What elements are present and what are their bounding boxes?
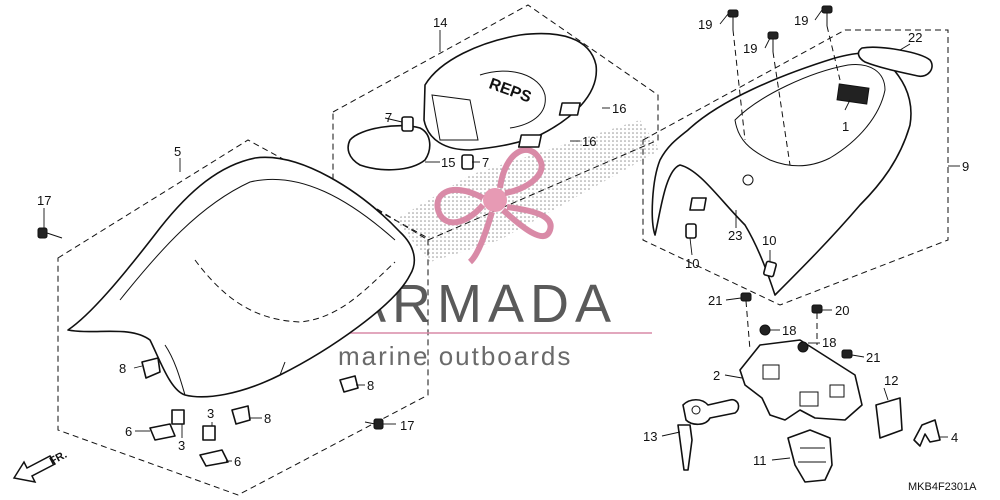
callout-12: 12 [884, 373, 898, 388]
callout-5: 5 [174, 144, 181, 159]
callout-17a: 17 [37, 193, 51, 208]
clip-3a [171, 409, 185, 425]
bolt-21a [740, 292, 752, 351]
grommet-8a [141, 357, 161, 379]
callouts: 5 14 9 8 8 8 6 6 3 3 17 17 7 7 15 16 16 … [37, 13, 969, 469]
callout-18b: 18 [822, 335, 836, 350]
callout-7b: 7 [482, 155, 489, 170]
bolt-19c [767, 31, 779, 52]
key-set [677, 398, 740, 471]
seat-group-outline [57, 139, 429, 496]
callout-8a: 8 [119, 361, 126, 376]
grommet-8b [339, 375, 359, 393]
bolt-19a [727, 9, 739, 30]
bolt-21b [841, 349, 853, 359]
callout-18a: 18 [782, 323, 796, 338]
callout-6a: 6 [125, 424, 132, 439]
callout-6b: 6 [234, 454, 241, 469]
callout-10b: 10 [762, 233, 776, 248]
grommet-10a [685, 223, 697, 239]
callout-19b: 19 [794, 13, 808, 28]
grommet-8c [231, 405, 251, 425]
callout-11: 11 [753, 453, 767, 468]
arrow-down-left-icon [12, 455, 57, 484]
watermark-logo-icon [434, 147, 554, 265]
callout-10a: 10 [685, 256, 699, 271]
grab-rail-emblem [857, 46, 933, 78]
callout-2: 2 [713, 368, 720, 383]
callout-19c: 19 [743, 41, 757, 56]
grommet-23 [689, 197, 707, 211]
callout-14: 14 [433, 15, 447, 30]
bolt-17a [37, 227, 63, 239]
bolt-20 [811, 304, 823, 345]
callout-3b: 3 [207, 406, 214, 421]
callout-16b: 16 [582, 134, 596, 149]
rear-cowl-group-outline [332, 4, 659, 241]
diagram-code: MKB4F2301A [908, 481, 977, 493]
main-seat [67, 156, 416, 398]
collar-18a [759, 324, 771, 336]
callout-13: 13 [643, 429, 657, 444]
grommet-10b [763, 260, 777, 278]
callout-17b: 17 [400, 418, 414, 433]
clip-3b [202, 425, 216, 441]
clip-4 [913, 419, 941, 447]
callout-4: 4 [951, 430, 958, 445]
grommet-7a [401, 116, 414, 132]
callout-3a: 3 [178, 438, 185, 453]
damper-16b [517, 134, 543, 148]
callout-21a: 21 [708, 293, 722, 308]
callout-23: 23 [728, 228, 742, 243]
seat-lock-bracket [739, 339, 863, 421]
callout-21b: 21 [866, 350, 880, 365]
damper-16a [558, 102, 581, 116]
front-direction-indicator: FR. [12, 449, 69, 484]
callout-20: 20 [835, 303, 849, 318]
callout-22: 22 [908, 30, 922, 45]
callout-19a: 19 [698, 17, 712, 32]
collar-18b [797, 341, 809, 353]
callout-16a: 16 [612, 101, 626, 116]
cable-latch-11 [787, 429, 833, 483]
callout-15: 15 [441, 155, 455, 170]
callout-9: 9 [962, 159, 969, 174]
damper-6a [149, 423, 176, 441]
rear-cowl: REPS [423, 32, 598, 151]
watermark: ARMADA marine outboards [338, 120, 660, 371]
grommet-7b [461, 154, 474, 170]
bracket-12 [875, 397, 903, 439]
direction-label: FR. [48, 449, 69, 468]
tail-lens [347, 124, 431, 171]
callout-1: 1 [842, 119, 849, 134]
bolt-17b [364, 418, 384, 430]
callout-8c: 8 [264, 411, 271, 426]
callout-7a: 7 [385, 110, 392, 125]
callout-8b: 8 [367, 378, 374, 393]
leader-lines [43, 9, 960, 462]
bolt-19b [821, 5, 833, 26]
seat-cowl-group-outline [642, 29, 949, 306]
watermark-tagline: marine outboards [338, 341, 572, 371]
damper-6b [199, 449, 229, 467]
